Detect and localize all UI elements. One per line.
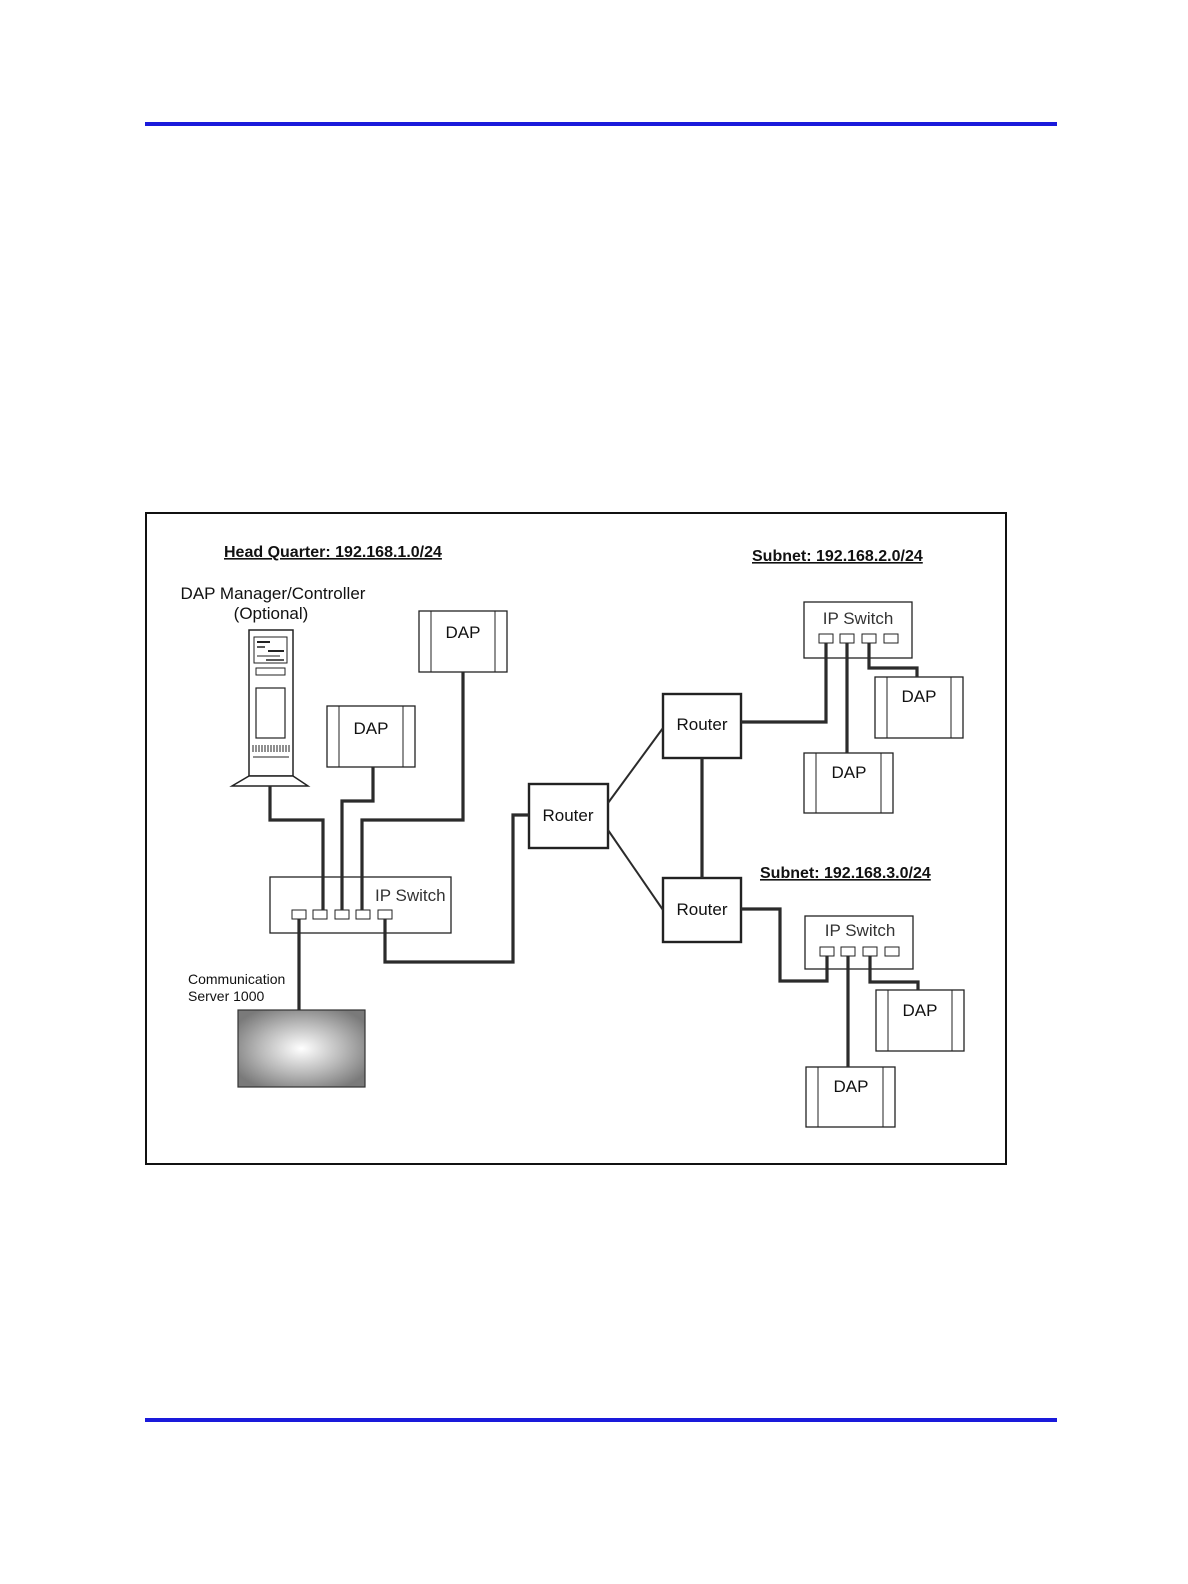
dap-label: DAP (902, 687, 937, 706)
dap-subnet-2-a: DAP (875, 677, 963, 738)
dap-label: DAP (832, 763, 867, 782)
switch-label: IP Switch (825, 921, 896, 940)
hq-subnet-label: Head Quarter: 192.168.1.0/24 (224, 544, 442, 561)
router-label: Router (676, 715, 727, 734)
dap-label: DAP (446, 623, 481, 642)
dap-label: DAP (354, 719, 389, 738)
dap-label: DAP (903, 1001, 938, 1020)
router-subnet-3: Router (663, 878, 741, 942)
switch-label: IP Switch (375, 886, 446, 905)
switch-label: IP Switch (823, 609, 894, 628)
router-label: Router (676, 900, 727, 919)
router-hq: Router (529, 784, 608, 848)
dap-subnet-3-b: DAP (806, 1067, 895, 1127)
subnet-2-label: Subnet: 192.168.2.0/24 (752, 548, 923, 565)
cs-label-line2: Server 1000 (188, 988, 264, 1004)
communication-server-icon (238, 1010, 365, 1087)
ip-switch-subnet-3: IP Switch (805, 916, 913, 969)
cs-label-line1: Communication (188, 971, 285, 987)
router-subnet-2: Router (663, 694, 741, 758)
router-label: Router (542, 806, 593, 825)
ip-switch-subnet-2: IP Switch (804, 602, 912, 658)
dap-subnet-2-b: DAP (804, 753, 893, 813)
manager-label-line2: (Optional) (234, 604, 309, 623)
manager-label-line1: DAP Manager/Controller (181, 584, 366, 603)
dap-hq-2: DAP (327, 706, 415, 767)
dap-label: DAP (834, 1077, 869, 1096)
dap-hq-1: DAP (419, 611, 507, 672)
subnet-3-label: Subnet: 192.168.3.0/24 (760, 865, 931, 882)
dap-subnet-3-a: DAP (876, 990, 964, 1051)
